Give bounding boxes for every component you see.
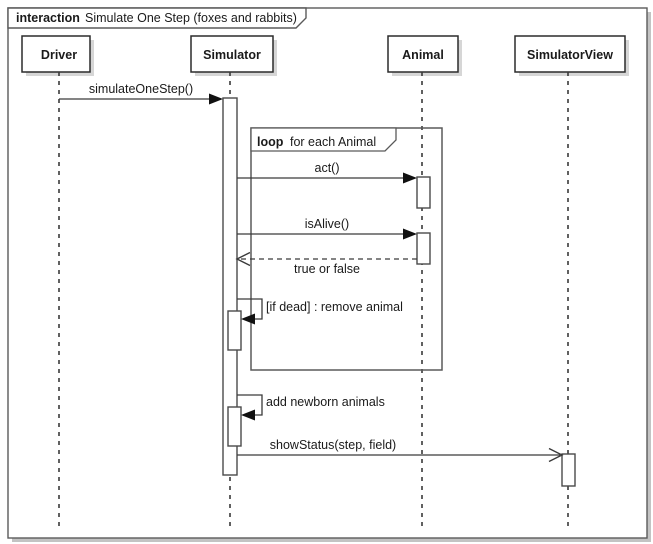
- loop-guard: for each Animal: [290, 135, 376, 149]
- trueorfalse-label: true or false: [294, 262, 360, 276]
- isalive-arrowhead: [403, 228, 417, 240]
- add-newborn-arrowhead: [241, 409, 255, 421]
- message-act[interactable]: act(): [237, 161, 417, 184]
- animal-label: Animal: [402, 48, 444, 62]
- activation-animal-act: [416, 176, 431, 209]
- frame-tab-shape: [7, 7, 307, 29]
- remove-animal-label: [if dead] : remove animal: [266, 300, 403, 314]
- interaction-frame: [7, 7, 651, 542]
- loop-keyword: loop: [257, 135, 284, 149]
- animal-activation-act: [416, 176, 431, 209]
- lifeline-animal[interactable]: Animal: [387, 35, 462, 528]
- trueorfalse-arrowhead: [235, 251, 251, 267]
- driver-label: Driver: [41, 48, 77, 62]
- lifeline-driver[interactable]: Driver: [21, 35, 94, 528]
- loop-fragment: loop for each Animal: [250, 127, 443, 371]
- frame-keyword: interaction: [16, 11, 80, 25]
- simulator-box[interactable]: [190, 35, 274, 73]
- frame-border: [7, 7, 648, 539]
- simulateonestep-label: simulateOneStep(): [89, 82, 193, 96]
- showstatus-label: showStatus(step, field): [270, 438, 396, 452]
- simulatorview-label: SimulatorView: [527, 48, 613, 62]
- isalive-label: isAlive(): [305, 217, 349, 231]
- driver-box[interactable]: [21, 35, 91, 73]
- act-arrowhead: [403, 172, 417, 184]
- simulatorview-box[interactable]: [514, 35, 626, 73]
- message-showstatus[interactable]: showStatus(step, field): [237, 438, 564, 463]
- simulator-label: Simulator: [203, 48, 261, 62]
- simulator-activation-bar: [222, 97, 238, 476]
- simulatorview-activation-bar: [561, 453, 576, 487]
- simulator-activation-remove: [227, 310, 242, 351]
- frame-title: Simulate One Step (foxes and rabbits): [85, 11, 297, 25]
- simulateonestep-arrowhead: [209, 93, 223, 105]
- message-isalive[interactable]: isAlive(): [237, 217, 417, 240]
- activation-animal-isalive: [416, 232, 431, 265]
- simulator-activation-newborn: [227, 406, 242, 447]
- activation-simulator-main: [222, 97, 238, 476]
- act-label: act(): [315, 161, 340, 175]
- activation-simulatorview: [561, 453, 576, 487]
- loop-fragment-tab: [250, 127, 397, 152]
- message-add-newborn[interactable]: add newborn animals: [227, 394, 385, 447]
- add-newborn-label: add newborn animals: [266, 395, 385, 409]
- message-return-trueorfalse[interactable]: true or false: [235, 251, 417, 277]
- animal-activation-isalive: [416, 232, 431, 265]
- lifeline-simulatorview[interactable]: SimulatorView: [514, 35, 629, 528]
- message-remove-animal[interactable]: [if dead] : remove animal: [227, 298, 403, 351]
- remove-animal-arrowhead: [241, 313, 255, 325]
- frame-title-tab: interaction Simulate One Step (foxes and…: [7, 7, 307, 29]
- message-simulateonestep[interactable]: simulateOneStep(): [59, 82, 223, 105]
- showstatus-arrowhead: [548, 447, 564, 463]
- animal-box[interactable]: [387, 35, 459, 73]
